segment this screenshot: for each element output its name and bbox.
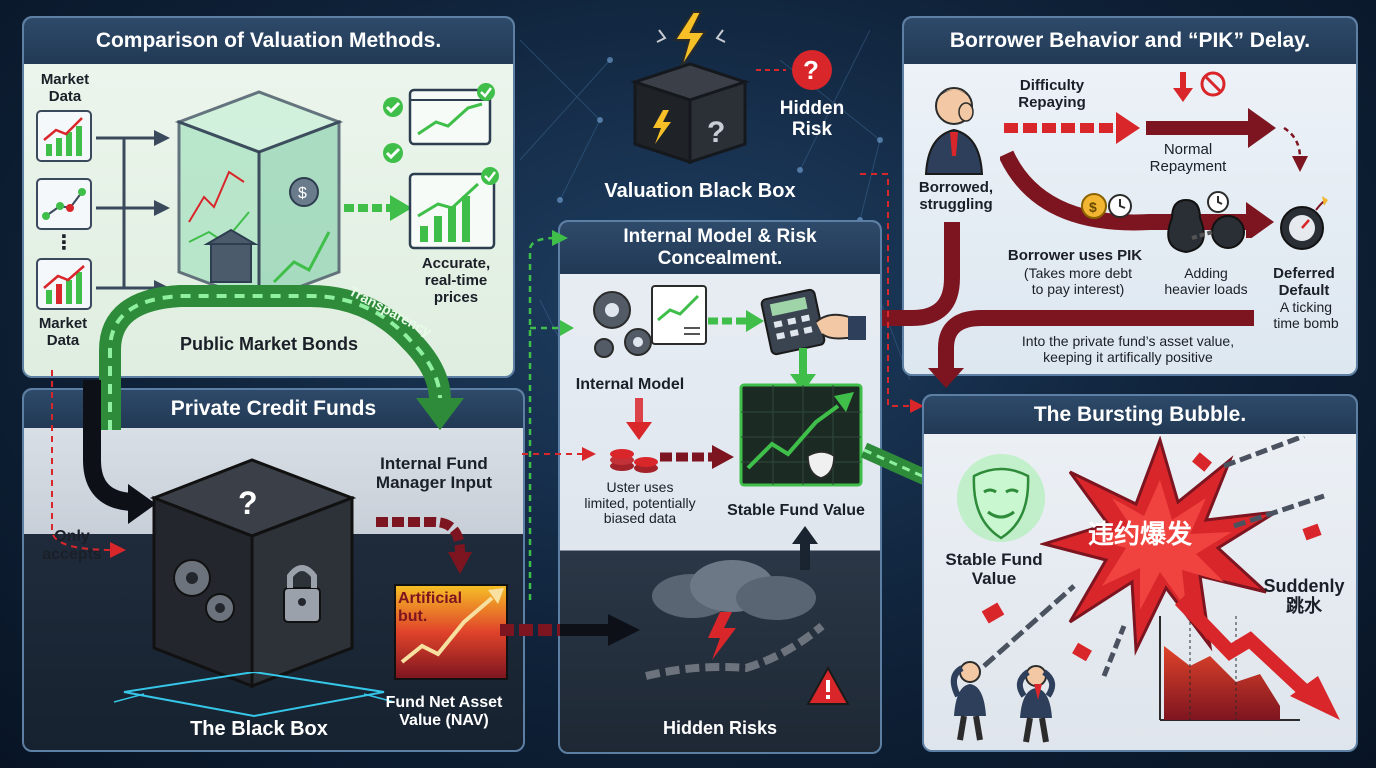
ticking-time-bomb-label: A ticking time bomb [1273,299,1339,331]
warning-icon [806,666,850,705]
public-market-bonds-label: Public Market Bonds [179,334,359,354]
black-box-label: The Black Box [190,718,328,740]
red-arrow-into-bubble [928,348,964,388]
bubble-panel-title: The Bursting Bubble. [924,396,1356,434]
deferred-default-label: Deferred Default [1273,265,1335,299]
struggling-borrower-icon [924,87,984,175]
borrower-connector-arrows [870,222,1254,349]
market-data-label-bottom: Market Data [38,315,88,349]
market-data-ellipsis: ⋮ [54,232,74,254]
coin-clock-icon: $ [1081,193,1132,219]
transparency-arrow [99,285,464,430]
default-burst-label: 违约爆发 [1087,519,1192,549]
borrower-panel-title: Borrower Behavior and “PIK” Delay. [904,18,1356,64]
coin-stack-icon [610,449,658,473]
crash-chart-icon [1159,596,1340,721]
market-scatter-icon [36,178,92,230]
circuit-glow-base [113,672,395,718]
lightning-icon [656,11,726,69]
glass-cube-icon: $ [174,90,344,305]
artificial-nav-chart-icon [394,584,508,680]
hidden-risks-label: Hidden Risks [662,718,778,738]
green-mask-icon [957,454,1045,542]
borrower-uses-pik-label: Borrower uses PIK [1007,247,1143,264]
stable-value-chart-icon [739,383,863,487]
market-chart-icon-2 [36,258,92,310]
svg-text:?: ? [238,485,258,521]
valuation-panel-title: Comparison of Valuation Methods. [24,18,513,64]
red-dashed-to-coins [522,447,596,461]
valuation-comparison-panel: Comparison of Valuation Methods. Market … [22,16,515,378]
panicked-people-icon [950,661,1056,743]
time-bomb-icon [1280,196,1328,250]
input-arrows [96,130,170,296]
difficulty-repaying-label: Difficulty Repaying [1018,77,1086,111]
borrower-behavior-panel: Borrower Behavior and “PIK” Delay. Borro… [902,16,1358,376]
realtime-chart-icon-top [408,83,495,146]
uster-data-label: Uster uses limited, potentially biased d… [584,479,696,527]
nav-label: Fund Net Asset Value (NAV) [385,694,503,729]
only-accepts-label: Only accepts [42,528,102,563]
realtime-chart-icon-main [408,167,499,250]
green-arrow-right [344,195,412,221]
green-dashed-feedback [528,230,574,600]
accurate-prices-label: Accurate, real-time prices [421,255,491,306]
normal-repayment-label: Normal Repayment [1149,141,1227,175]
dark-arrow-up [792,526,818,570]
explosion-icon [1040,436,1277,656]
dark-arrow-to-blackbox [83,380,156,524]
bubble-stable-value-label: Stable Fund Value [945,550,1043,589]
gears-icon [593,291,652,358]
red-arrow-down-to-coins [626,398,652,440]
internal-model-label: Internal Model [575,376,685,393]
red-dashed-only-accepts [51,370,126,558]
internal-model-panel: Internal Model & Risk Concealment. Inter… [558,220,882,754]
red-curved-arrow [376,517,472,574]
borrowed-struggling-label: Borrowed, struggling [918,179,994,213]
storm-clouds-icon [645,560,825,680]
hidden-risk-question-icon: ? [756,50,832,90]
manager-input-label: Internal Fund Manager Input [375,454,493,493]
into-fund-label: Into the private fund’s asset value, kee… [1021,333,1235,365]
red-arrow-to-chart [660,445,734,469]
bursting-bubble-panel: The Bursting Bubble. Stable Fund Value 违… [922,394,1358,752]
nav-to-hidden-risks-arrow [500,614,640,646]
svg-text:?: ? [707,116,725,149]
green-arrow-down [790,348,816,392]
svg-text:$: $ [298,185,307,202]
no-entry-icon [1173,71,1226,102]
hidden-risk-label: Hidden Risk [779,98,845,141]
adding-heavier-loads-label: Adding heavier loads [1164,265,1248,297]
calculator-hand-icon [760,288,866,356]
valuation-black-box-label: Valuation Black Box [604,180,796,202]
broken-chains-icon [981,436,1325,677]
black-box-safe-icon: ? [149,458,357,689]
svg-text:$: $ [1089,199,1097,215]
stable-fund-value-label: Stable Fund Value [727,502,865,519]
heavy-loads-chain-icon [1167,191,1245,254]
artificial-label: Artificial but. [398,590,463,625]
repayment-arrows [1000,108,1308,238]
private-credit-panel: Private Credit Funds Only accepts ? Inte… [22,388,525,752]
red-dashed-to-bubble [860,173,924,413]
pik-explanation-label: (Takes more debt to pay interest) [1023,265,1133,297]
green-arrow-to-calculator [708,310,764,332]
market-data-label-top: Market Data [40,71,90,105]
suddenly-label: Suddenly 跳水 [1263,576,1345,617]
svg-text:?: ? [803,55,819,85]
report-chart-icon [651,285,707,345]
internal-panel-title: Internal Model & Risk Concealment. [560,222,880,274]
check-icon-2 [383,143,403,163]
valuation-black-box-icon: ? [630,62,750,165]
market-chart-icon-1 [36,110,92,162]
check-icon-1 [383,97,403,117]
